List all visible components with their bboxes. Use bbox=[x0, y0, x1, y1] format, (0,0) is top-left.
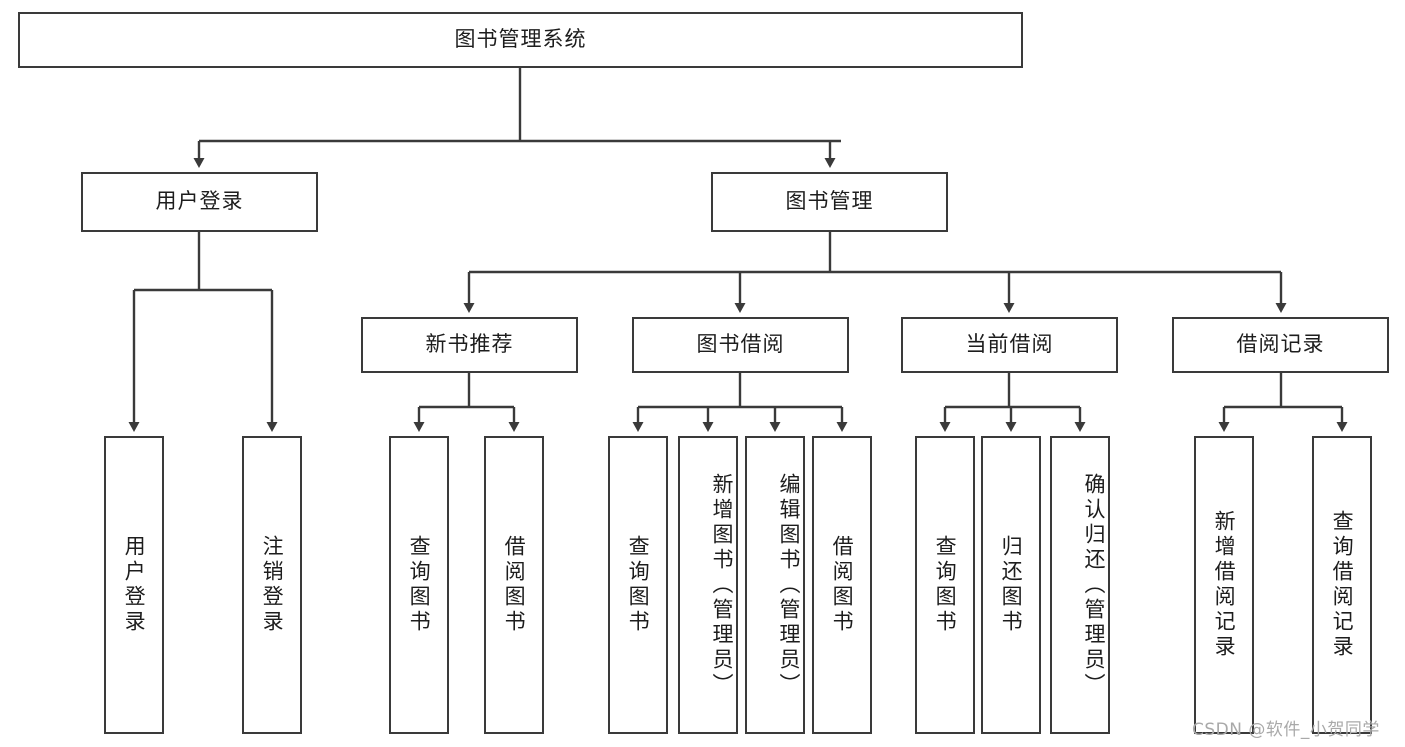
leaf-query-book-recommend-label: 查询图书 bbox=[407, 535, 432, 635]
leaf-borrow-book[interactable]: 借阅图书 bbox=[812, 436, 872, 734]
leaf-add-borrow-record[interactable]: 新增借阅记录 bbox=[1194, 436, 1254, 734]
leaf-edit-book-admin[interactable]: 编辑图书（管理员） bbox=[745, 436, 805, 734]
leaf-query-book-recommend[interactable]: 查询图书 bbox=[389, 436, 449, 734]
leaf-return-book[interactable]: 归还图书 bbox=[981, 436, 1041, 734]
leaf-add-book-admin-label: 新增图书（管理员） bbox=[710, 472, 734, 698]
node-user-login[interactable]: 用户登录 bbox=[81, 172, 318, 232]
leaf-user-login[interactable]: 用户登录 bbox=[104, 436, 164, 734]
node-new-book-recommend[interactable]: 新书推荐 bbox=[361, 317, 578, 373]
node-book-management[interactable]: 图书管理 bbox=[711, 172, 948, 232]
node-borrow-record[interactable]: 借阅记录 bbox=[1172, 317, 1389, 373]
leaf-borrow-book-recommend-label: 借阅图书 bbox=[502, 535, 527, 635]
leaf-edit-book-admin-label: 编辑图书（管理员） bbox=[777, 472, 801, 698]
leaf-borrow-book-recommend[interactable]: 借阅图书 bbox=[484, 436, 544, 734]
leaf-query-book-current[interactable]: 查询图书 bbox=[915, 436, 975, 734]
node-current-borrow-label: 当前借阅 bbox=[965, 332, 1054, 357]
node-book-management-label: 图书管理 bbox=[785, 189, 874, 214]
node-root-label: 图书管理系统 bbox=[454, 27, 587, 52]
leaf-confirm-return-admin-label: 确认归还（管理员） bbox=[1082, 472, 1106, 698]
node-new-book-recommend-label: 新书推荐 bbox=[425, 332, 514, 357]
leaf-user-login-label: 用户登录 bbox=[122, 535, 147, 635]
leaf-query-book-borrow-label: 查询图书 bbox=[626, 535, 651, 635]
leaf-add-book-admin[interactable]: 新增图书（管理员） bbox=[678, 436, 738, 734]
node-root[interactable]: 图书管理系统 bbox=[18, 12, 1023, 68]
node-book-borrow-label: 图书借阅 bbox=[696, 332, 785, 357]
leaf-logout-login-label: 注销登录 bbox=[260, 535, 285, 635]
leaf-logout-login[interactable]: 注销登录 bbox=[242, 436, 302, 734]
leaf-confirm-return-admin[interactable]: 确认归还（管理员） bbox=[1050, 436, 1110, 734]
node-book-borrow[interactable]: 图书借阅 bbox=[632, 317, 849, 373]
node-current-borrow[interactable]: 当前借阅 bbox=[901, 317, 1118, 373]
leaf-query-book-current-label: 查询图书 bbox=[933, 535, 958, 635]
leaf-query-borrow-record[interactable]: 查询借阅记录 bbox=[1312, 436, 1372, 734]
leaf-query-book-borrow[interactable]: 查询图书 bbox=[608, 436, 668, 734]
leaf-borrow-book-label: 借阅图书 bbox=[830, 535, 855, 635]
node-borrow-record-label: 借阅记录 bbox=[1236, 332, 1325, 357]
leaf-add-borrow-record-label: 新增借阅记录 bbox=[1212, 510, 1237, 660]
leaf-query-borrow-record-label: 查询借阅记录 bbox=[1330, 510, 1355, 660]
node-user-login-label: 用户登录 bbox=[155, 189, 244, 214]
leaf-return-book-label: 归还图书 bbox=[999, 535, 1024, 635]
csdn-watermark: CSDN @软件_小贺同学 bbox=[1192, 720, 1380, 740]
